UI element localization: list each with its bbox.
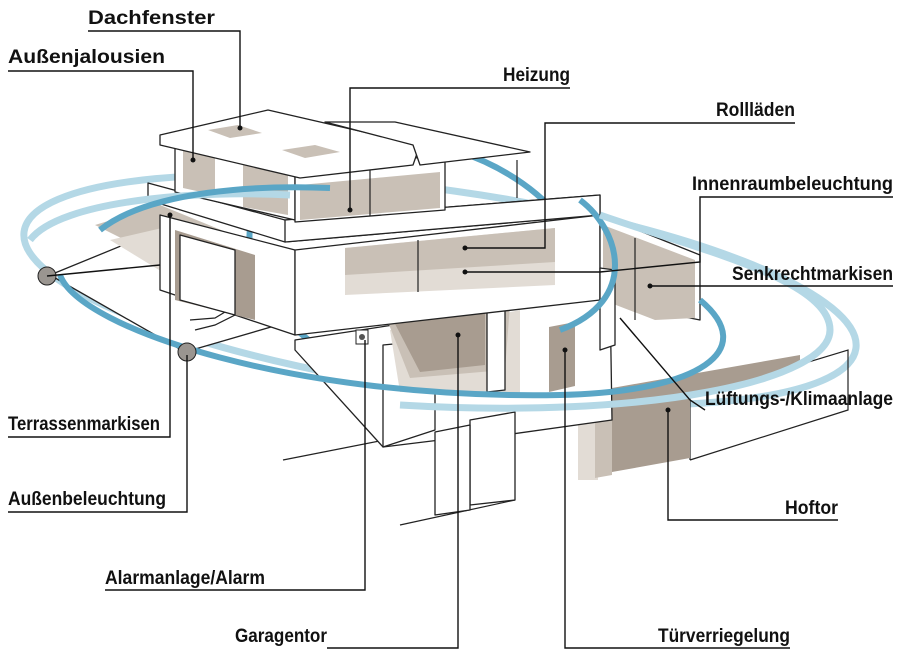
house-first-floor xyxy=(159,214,701,351)
label-alarmanlage: Alarmanlage/Alarm xyxy=(105,568,265,589)
label-hoftor: Hoftor xyxy=(785,498,839,519)
roof xyxy=(159,109,531,179)
label-heizung: Heizung xyxy=(503,65,570,86)
labels: Dachfenster Außenjalousien Heizung Rolll… xyxy=(8,8,893,647)
label-terrassenmarkisen: Terrassenmarkisen xyxy=(8,414,160,435)
label-garagentor: Garagentor xyxy=(235,626,328,647)
label-senkrechtmarkisen: Senkrechtmarkisen xyxy=(732,264,893,285)
label-aussenbeleuchtung: Außenbeleuchtung xyxy=(8,489,166,510)
network-rings-front xyxy=(27,184,834,412)
label-innenraumbeleuchtung: Innenraumbeleuchtung xyxy=(692,174,893,195)
label-tuerverriegelung: Türverriegelung xyxy=(658,626,790,647)
label-aussenjalousien: Außenjalousien xyxy=(8,47,165,68)
leader-lines xyxy=(8,30,893,649)
label-dachfenster: Dachfenster xyxy=(88,8,216,29)
label-lueftung-klimaanlage: Lüftungs-/Klimaanlage xyxy=(705,389,893,410)
label-rolllaeden: Rollläden xyxy=(716,100,795,121)
house-top-floor xyxy=(174,139,518,223)
leader-dots xyxy=(167,125,671,413)
